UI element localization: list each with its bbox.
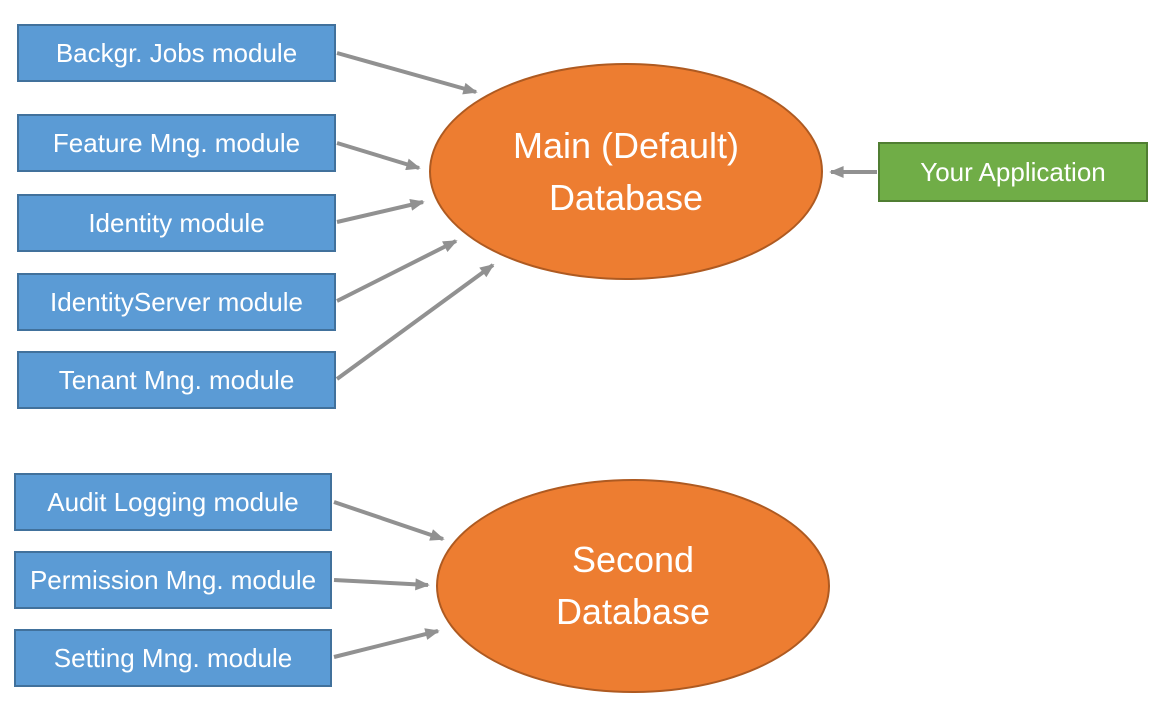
node-label: Backgr. Jobs module [55, 37, 298, 68]
node-your-application: Your Application [878, 142, 1148, 202]
node-audit-logging-module: Audit Logging module [14, 473, 332, 531]
node-main-default-database: Main (Default) Database [429, 63, 823, 280]
arrow-audit-logging-to-second-db [333, 500, 445, 541]
arrow-identity-to-main-db [336, 199, 425, 224]
node-tenant-mng-module: Tenant Mng. module [17, 351, 336, 409]
arrow-tenant-mng-to-main-db [335, 263, 495, 381]
node-feature-mng-module: Feature Mng. module [17, 114, 336, 172]
node-label: Tenant Mng. module [58, 364, 295, 395]
node-backgr-jobs-module: Backgr. Jobs module [17, 24, 336, 82]
arrow-backgr-jobs-to-main-db [336, 51, 478, 95]
db-label-line1: Second [571, 539, 695, 580]
arrow-permission-mng-to-second-db [333, 578, 430, 591]
arrow-feature-mng-to-main-db [336, 141, 421, 171]
node-identityserver-module: IdentityServer module [17, 273, 336, 331]
node-label: Feature Mng. module [52, 127, 301, 158]
arrow-setting-mng-to-second-db [333, 628, 440, 659]
node-label: Permission Mng. module [29, 564, 317, 595]
node-identity-module: Identity module [17, 194, 336, 252]
db-label-line1: Main (Default) [512, 124, 740, 166]
node-label: Audit Logging module [47, 486, 299, 517]
node-label: Identity module [88, 207, 265, 238]
db-label-line2: Database [548, 176, 704, 218]
node-setting-mng-module: Setting Mng. module [14, 629, 332, 687]
node-label: Your Application [920, 156, 1106, 187]
node-second-database: Second Database [436, 479, 830, 693]
db-label-line2: Database [555, 591, 711, 632]
arrow-identityserver-to-main-db [336, 239, 458, 303]
node-permission-mng-module: Permission Mng. module [14, 551, 332, 609]
node-label: IdentityServer module [50, 286, 303, 317]
node-label: Setting Mng. module [53, 642, 293, 673]
